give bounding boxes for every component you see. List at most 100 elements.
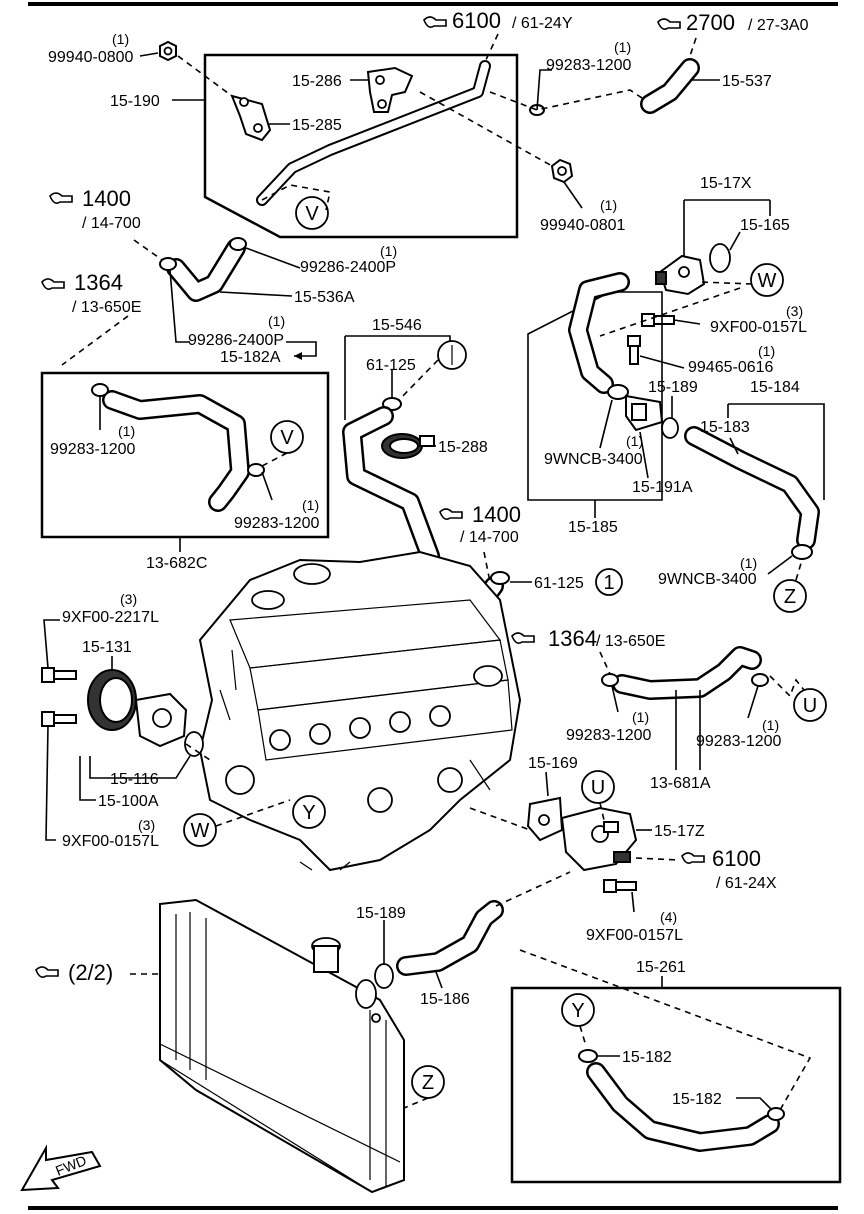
W-top-dash xyxy=(699,281,753,285)
leader-15-169 xyxy=(545,771,549,797)
bypass-pipe-inner xyxy=(258,62,489,204)
callout-Y-box-text: Y xyxy=(571,1000,584,1022)
label-15-182A: 15-182A xyxy=(220,349,281,366)
pump-dash xyxy=(185,743,211,761)
label-99283-1200-e-qty: (1) xyxy=(762,717,779,733)
leader-99940-0801 xyxy=(563,181,583,209)
leader-99283-e xyxy=(747,685,759,719)
leader-9XF00-0157L-b xyxy=(45,725,56,841)
thermostat-housing-15-17Z xyxy=(560,806,638,872)
bolt-9XF00-0157L-c xyxy=(603,879,637,893)
callout-U-center xyxy=(581,770,615,804)
callout-W-top xyxy=(750,263,784,297)
label-9WNCB-3400-b: 9WNCB-3400 xyxy=(658,571,757,588)
label-15-186: 15-186 xyxy=(420,991,470,1008)
label-15-183: 15-183 xyxy=(700,419,750,436)
leader-99283-d xyxy=(611,685,619,713)
label-9WNCB-3400-a: 9WNCB-3400 xyxy=(544,451,643,468)
label-61-125-a: 61-125 xyxy=(366,357,416,374)
hose-186-dash xyxy=(495,871,571,907)
dash-w-to-group xyxy=(599,287,741,337)
bracket-15-184 xyxy=(727,403,825,500)
callout-Y-box xyxy=(561,993,595,1027)
label-15-536A: 15-536A xyxy=(294,289,355,306)
engine-thermo-dash xyxy=(469,807,531,831)
callout-Z-right xyxy=(773,579,807,613)
V-left-dash xyxy=(261,452,288,467)
bracket-15-288 xyxy=(381,433,435,459)
ref-6100-b: 6100 / 61-24X xyxy=(681,846,777,892)
box-15-261-dash xyxy=(519,949,812,1111)
bracket-15-286 xyxy=(366,66,414,113)
label-15-286: 15-286 xyxy=(292,73,342,90)
label-9XF00-0157L-b-qty: (3) xyxy=(138,817,155,833)
label-15-131: 15-131 xyxy=(82,639,132,656)
Z-right-dash xyxy=(795,559,803,581)
ref-6100-b-num: 6100 xyxy=(712,846,761,871)
label-9XF00-0157L-c: 9XF00-0157L xyxy=(586,927,683,944)
water-outlet-15-17X xyxy=(655,254,706,296)
label-99286-2400P-a: 99286-2400P xyxy=(300,259,396,276)
bolt-9XF00-2217L xyxy=(41,667,77,683)
label-15-189-b: 15-189 xyxy=(356,905,406,922)
label-99283-1200-c: 99283-1200 xyxy=(234,515,320,532)
Z-radiator-dash xyxy=(403,1097,429,1109)
label-99940-0801: 99940-0801 xyxy=(540,217,626,234)
ref-6100-b-sub: / 61-24X xyxy=(716,875,777,892)
leader-15-183 xyxy=(729,437,739,455)
fitting-15-191A xyxy=(625,394,664,432)
ref-1400-b: 1400 / 14-700 xyxy=(439,502,521,546)
label-99940-0801-qty: (1) xyxy=(600,197,617,213)
label-99465-0616: 99465-0616 xyxy=(688,359,774,376)
label-9WNCB-3400-a-qty: (1) xyxy=(626,433,643,449)
ref-1400-b-num: 1400 xyxy=(472,502,521,527)
hose-13-681A-inner xyxy=(614,648,760,698)
ref-1400-a: 1400 / 14-700 xyxy=(49,186,141,232)
label-9XF00-2217L: 9XF00-2217L xyxy=(62,609,159,626)
ref-2-2-text: (2/2) xyxy=(68,960,113,985)
ref-2700-num: 2700 xyxy=(686,10,735,35)
nut-99940-0800 xyxy=(159,40,177,62)
callout-U-right xyxy=(793,688,827,722)
label-99283-1200-e: 99283-1200 xyxy=(696,733,782,750)
ref-1400-b-dash xyxy=(483,551,491,583)
label-15-285: 15-285 xyxy=(292,117,342,134)
radiator xyxy=(159,898,405,1194)
callout-I-b xyxy=(595,568,623,596)
hose-15-536A-inner xyxy=(168,240,244,300)
callout-V-top xyxy=(295,196,329,230)
label-15-288: 15-288 xyxy=(438,439,488,456)
label-9XF00-2217L-qty: (3) xyxy=(120,591,137,607)
label-15-261: 15-261 xyxy=(636,959,686,976)
clip-99283-d xyxy=(601,673,619,687)
ref-1364-a-dash xyxy=(61,315,129,366)
1364-b-dash xyxy=(599,651,611,675)
ref-6100-top-sub: / 61-24Y xyxy=(512,15,573,32)
leader-15-536A xyxy=(219,291,293,297)
nut-99940-0801 xyxy=(550,158,574,184)
pulley-15-131 xyxy=(87,669,137,731)
label-99283-1200-b-qty: (1) xyxy=(118,423,135,439)
hose-15-185-inner xyxy=(570,274,628,392)
label-99465-0616-qty: (1) xyxy=(758,343,775,359)
callout-W-top-text: W xyxy=(758,270,777,292)
clip-99283-b xyxy=(91,383,109,397)
clip-99286-b xyxy=(159,257,177,271)
water-pump-15-100A xyxy=(134,692,188,748)
hose-13-682C-inner xyxy=(104,392,248,510)
6100-b-dash xyxy=(635,857,679,861)
label-99286-2400P-a-qty: (1) xyxy=(380,243,397,259)
ref-1364-a: 1364 / 13-650E xyxy=(41,270,141,316)
label-99286-2400P-b: 99286-2400P xyxy=(188,332,284,349)
gasket-15-169 xyxy=(526,796,564,842)
leader-9WNCB-b xyxy=(767,555,793,575)
ref-2-2: (2/2) xyxy=(35,960,113,985)
group-outline-15-185 xyxy=(527,291,663,501)
gasket-15-165 xyxy=(709,243,731,273)
ref-2700-sub: / 27-3A0 xyxy=(748,17,809,34)
leader-9XF00-0157L-c xyxy=(631,891,635,913)
callout-U-center-text: U xyxy=(591,777,605,799)
engine-block xyxy=(198,550,522,872)
W-left-dash xyxy=(215,799,291,827)
